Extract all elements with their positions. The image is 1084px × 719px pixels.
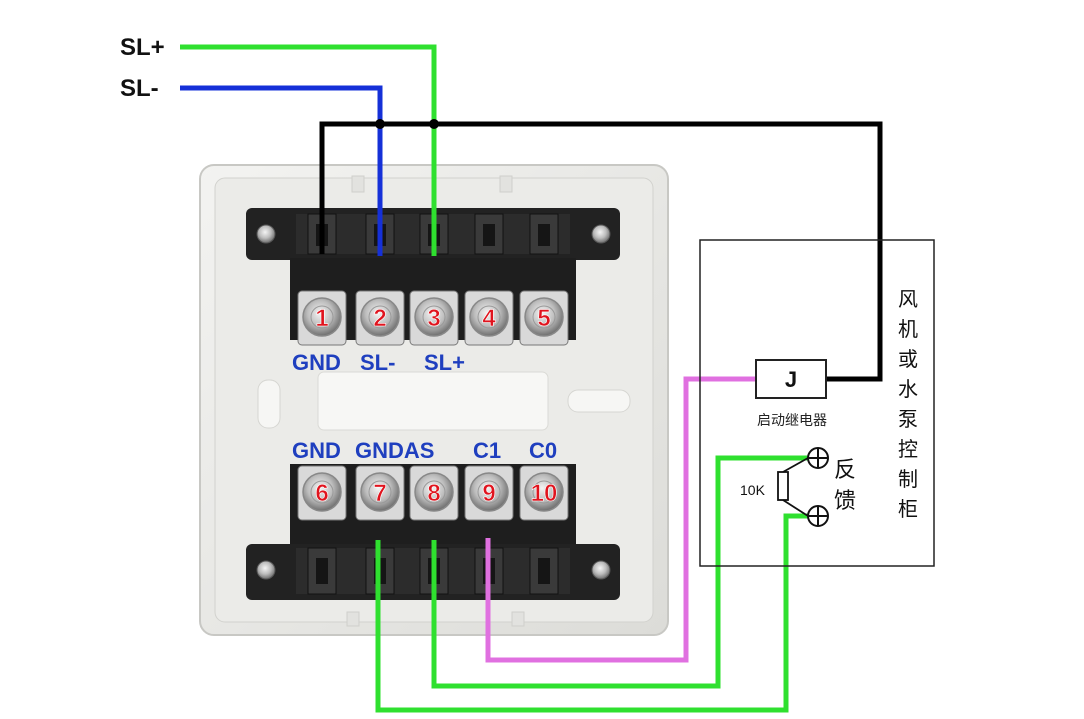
- label-c1: C1: [473, 438, 501, 463]
- terminal-screw-icon: [360, 472, 400, 512]
- terminal-number: 7: [373, 480, 386, 507]
- junction-dot: [429, 119, 439, 129]
- wire-green-feedback-1: [431, 455, 810, 689]
- screw-ring: [310, 480, 334, 504]
- sl-minus-wire-label: SL-: [120, 75, 159, 102]
- terminal-number: 6: [315, 480, 328, 507]
- mount-screw-icon: [256, 560, 276, 580]
- feedback-char: 馈: [834, 489, 856, 514]
- screw-ring: [532, 480, 556, 504]
- label-c0: C0: [529, 438, 557, 463]
- wire-entry-hole: [316, 558, 328, 584]
- wire-pink-relay: [485, 376, 756, 663]
- cabinet-title-char: 机: [898, 317, 918, 341]
- terminal-number: 2: [373, 305, 386, 332]
- terminal-screw-icon: [302, 297, 342, 337]
- screw-ring: [477, 305, 501, 329]
- terminal-number: 3: [427, 305, 440, 332]
- wire-entry-hole: [483, 224, 495, 246]
- terminal-screw-icon: [524, 472, 564, 512]
- screw-ring: [310, 305, 334, 329]
- terminal-number: 4: [482, 305, 496, 332]
- terminal-screw-icon: [414, 472, 454, 512]
- sl-plus-wire-label: SL+: [120, 34, 165, 61]
- mount-screw-icon: [591, 560, 611, 580]
- terminal-number: 8: [427, 480, 440, 507]
- terminal-screw-icon: [302, 472, 342, 512]
- label-gnd-top: GND: [292, 350, 341, 375]
- relay-symbol: J: [785, 367, 797, 392]
- label-gndas: GNDAS: [355, 438, 434, 463]
- mount-screw-icon: [256, 224, 276, 244]
- terminal-number: 9: [482, 480, 495, 507]
- cabinet-title-char: 或: [898, 347, 918, 371]
- label-gnd-bottom: GND: [292, 438, 341, 463]
- bottom-terminal-labels: GND GNDAS C1 C0: [292, 438, 557, 463]
- terminal-screw-icon: [469, 472, 509, 512]
- wire-blue-sl-minus: [180, 85, 383, 256]
- terminal-screw-icon: [360, 297, 400, 337]
- cabinet-title-char: 泵: [898, 407, 918, 431]
- mount-screw-icon: [591, 224, 611, 244]
- wires: [180, 44, 883, 713]
- cabinet-title-char: 水: [898, 377, 918, 401]
- terminal-screw-icon: [414, 297, 454, 337]
- feedback-terminal-icon: [807, 505, 829, 527]
- bottom-terminal-block: 6 7 8 9 10: [246, 464, 620, 600]
- wire-entry-hole: [538, 558, 550, 584]
- screw-ring: [532, 305, 556, 329]
- terminal-number: 5: [537, 305, 550, 332]
- screw-ring: [422, 480, 446, 504]
- terminal-number: 1: [315, 305, 328, 332]
- top-terminal-block: 1 2 3 4 5: [246, 208, 620, 346]
- terminal-screw-icon: [524, 297, 564, 337]
- wire-green-sl-plus: [180, 44, 437, 256]
- top-terminal-labels: GND SL- SL+: [292, 350, 465, 375]
- cabinet-title-char: 控: [898, 437, 918, 461]
- resistor-value: 10K: [740, 482, 766, 498]
- relay-box: [755, 359, 827, 399]
- feedback-terminal-icon: [807, 447, 829, 469]
- junction-dot: [375, 119, 385, 129]
- wire-entry-slot: [529, 547, 559, 595]
- label-sl-minus: SL-: [360, 350, 395, 375]
- relay-caption: 启动继电器: [757, 413, 827, 429]
- feedback-char: 反: [834, 458, 856, 483]
- wire-green-feedback-2: [375, 513, 810, 713]
- wire-black-loop: [319, 121, 883, 382]
- label-sl-plus: SL+: [424, 350, 465, 375]
- screw-ring: [368, 480, 392, 504]
- resistor-icon: [777, 457, 809, 517]
- cabinet-title-char: 柜: [898, 497, 918, 521]
- wire-entry-hole: [538, 224, 550, 246]
- terminal-screw-icon: [469, 297, 509, 337]
- terminal-number: 10: [531, 480, 558, 507]
- cabinet-title-char: 风: [898, 287, 918, 311]
- cabinet-title-char: 制: [898, 467, 918, 491]
- screw-ring: [422, 305, 446, 329]
- screw-ring: [477, 480, 501, 504]
- screw-ring: [368, 305, 392, 329]
